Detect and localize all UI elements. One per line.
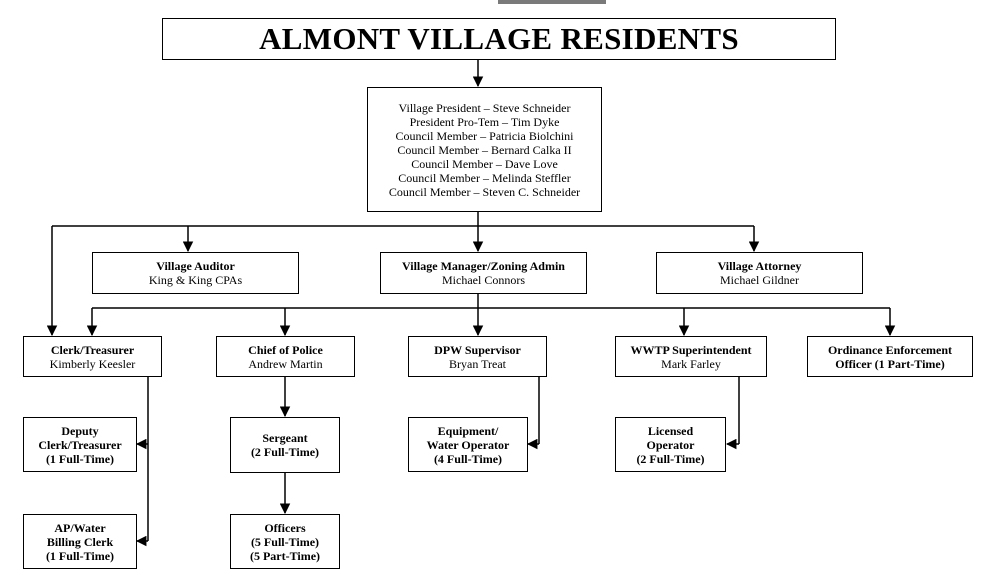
deputy-line1: Deputy [61, 423, 99, 438]
manager-role: Village Manager/Zoning Admin [402, 259, 565, 273]
wwtp-box: WWTP Superintendent Mark Farley [615, 336, 767, 377]
sergeant-line1: Sergeant [262, 431, 308, 445]
clerk-name: Kimberly Keesler [49, 356, 136, 371]
officers-line3: (5 Part-Time) [249, 548, 321, 563]
ap-clerk-line3: (1 Full-Time) [45, 548, 115, 563]
dpw-role: DPW Supervisor [434, 342, 521, 357]
ordinance-line2: Officer (1 Part-Time) [835, 356, 945, 371]
council-line: Council Member – Patricia Biolchini [395, 128, 574, 143]
council-line: Council Member – Bernard Calka II [397, 142, 572, 157]
equipment-line3: (4 Full-Time) [433, 451, 503, 466]
title-box: ALMONT VILLAGE RESIDENTS [162, 18, 836, 60]
page-title: ALMONT VILLAGE RESIDENTS [259, 21, 739, 56]
auditor-box: Village Auditor King & King CPAs [92, 252, 299, 294]
police-box: Chief of Police Andrew Martin [216, 336, 355, 377]
police-name: Andrew Martin [248, 356, 323, 371]
wwtp-role: WWTP Superintendent [630, 342, 752, 357]
officers-line1: Officers [264, 520, 306, 535]
clerk-role: Clerk/Treasurer [50, 342, 135, 357]
licensed-line2: Operator [646, 437, 695, 452]
auditor-name: King & King CPAs [148, 273, 243, 287]
council-line: President Pro-Tem – Tim Dyke [409, 114, 560, 129]
police-role: Chief of Police [248, 342, 323, 357]
licensed-line1: Licensed [647, 423, 694, 438]
ap-clerk-line1: AP/Water [54, 520, 106, 535]
attorney-box: Village Attorney Michael Gildner [656, 252, 863, 294]
manager-name: Michael Connors [442, 273, 525, 287]
council-line: Council Member – Steven C. Schneider [388, 184, 581, 199]
deputy-box: Deputy Clerk/Treasurer (1 Full-Time) [23, 417, 137, 472]
ap-clerk-line2: Billing Clerk [46, 534, 114, 549]
dpw-box: DPW Supervisor Bryan Treat [408, 336, 547, 377]
clerk-box: Clerk/Treasurer Kimberly Keesler [23, 336, 162, 377]
equipment-line1: Equipment/ [437, 423, 499, 438]
deputy-line2: Clerk/Treasurer [38, 437, 122, 452]
sergeant-line2: (2 Full-Time) [250, 445, 320, 459]
deputy-line3: (1 Full-Time) [45, 451, 115, 466]
council-line: Council Member – Dave Love [411, 156, 558, 171]
attorney-role: Village Attorney [717, 259, 802, 273]
sergeant-box: Sergeant (2 Full-Time) [230, 417, 340, 473]
ordinance-line1: Ordinance Enforcement [827, 342, 953, 357]
ap-clerk-box: AP/Water Billing Clerk (1 Full-Time) [23, 514, 137, 569]
manager-box: Village Manager/Zoning Admin Michael Con… [380, 252, 587, 294]
attorney-name: Michael Gildner [720, 273, 799, 287]
licensed-box: Licensed Operator (2 Full-Time) [615, 417, 726, 472]
licensed-line3: (2 Full-Time) [636, 451, 705, 466]
wwtp-name: Mark Farley [661, 356, 721, 371]
auditor-role: Village Auditor [156, 259, 235, 273]
dpw-name: Bryan Treat [449, 356, 506, 371]
council-box: Village President – Steve Schneider Pres… [367, 87, 602, 212]
council-line: Village President – Steve Schneider [398, 100, 571, 115]
officers-line2: (5 Full-Time) [250, 534, 320, 549]
officers-box: Officers (5 Full-Time) (5 Part-Time) [230, 514, 340, 569]
ordinance-box: Ordinance Enforcement Officer (1 Part-Ti… [807, 336, 973, 377]
top-edge-bar [498, 0, 606, 4]
equipment-box: Equipment/ Water Operator (4 Full-Time) [408, 417, 528, 472]
council-line: Council Member – Melinda Steffler [398, 170, 571, 185]
equipment-line2: Water Operator [426, 437, 510, 452]
